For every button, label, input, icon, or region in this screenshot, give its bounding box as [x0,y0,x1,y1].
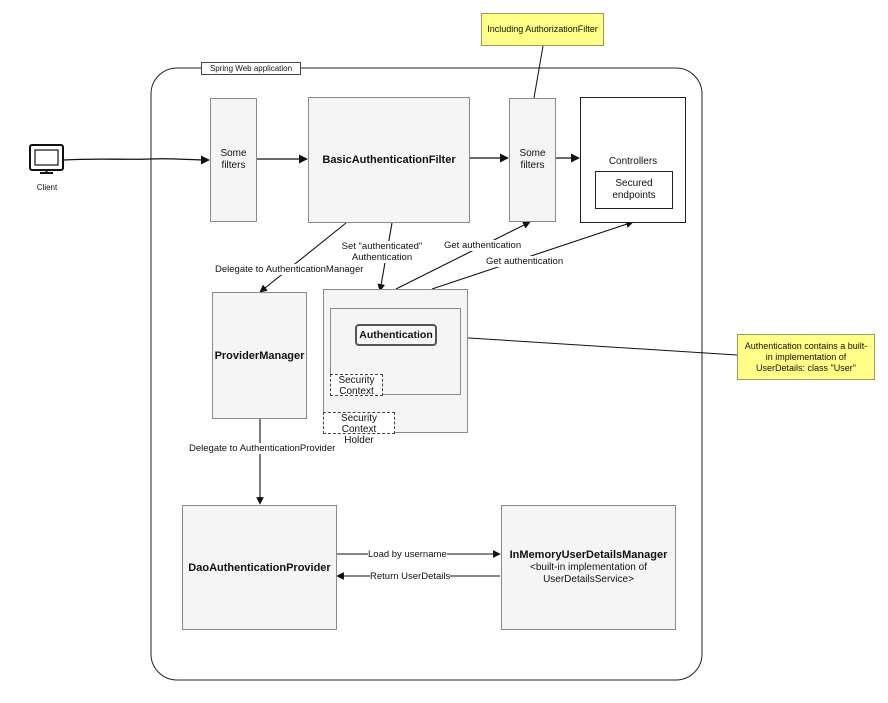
inmemory-title: InMemoryUserDetailsManager [509,549,668,561]
note-authorization-filter: Including AuthorizationFilter [481,13,604,46]
edge-label-load-by-username: Load by username [368,549,447,560]
security-context-holder-label: Security Context Holder [323,412,395,446]
authentication-box: Authentication [355,324,437,346]
dao-authentication-provider-box: DaoAuthenticationProvider [182,505,337,630]
note-link-authentication [436,335,738,356]
edge-client-to-filters [63,155,210,165]
spring-app-container [150,67,703,681]
controllers-box: Controllers Secured endpoints [580,97,686,223]
note-link-authorization-filter [533,45,544,99]
edge-label-return-user-details: Return UserDetails [370,571,451,582]
some-filters-box-1: Some filters [210,98,257,222]
controllers-label: Controllers [608,156,658,167]
inmemory-user-details-manager-box: InMemoryUserDetailsManager <built-in imp… [501,505,676,630]
client-label: Client [36,183,58,192]
edge-label-delegate-manager: Delegate to AuthenticationManager [215,264,364,275]
edge-label-set-authenticated: Set "authenticated" Authentication [338,241,426,263]
edge-label-get-auth-controllers: Get authentication [486,256,564,267]
edge-label-delegate-provider: Delegate to AuthenticationProvider [189,443,336,454]
security-context-label: Security Context [330,374,383,397]
edge-basic-to-provider-manager [259,222,347,293]
basic-authentication-filter-box: BasicAuthenticationFilter [308,97,470,223]
edge-holder-to-filters2 [395,221,531,290]
computer-icon [29,144,64,174]
spring-app-tab: Spring Web application [201,62,301,75]
edge-holder-to-controllers [431,220,634,290]
inmemory-subtitle: <built-in implementation of UserDetailsS… [529,562,647,585]
note-authentication-contains: Authentication contains a built-in imple… [737,334,875,380]
edge-label-set-authenticated-line2: Authentication [351,252,413,263]
edge-label-get-auth-filters: Get authentication [444,240,522,251]
some-filters-box-2: Some filters [509,98,556,222]
edge-label-set-authenticated-line1: Set "authenticated" [341,241,423,252]
secured-endpoints-box: Secured endpoints [595,171,673,209]
provider-manager-box: ProviderManager [212,292,307,419]
